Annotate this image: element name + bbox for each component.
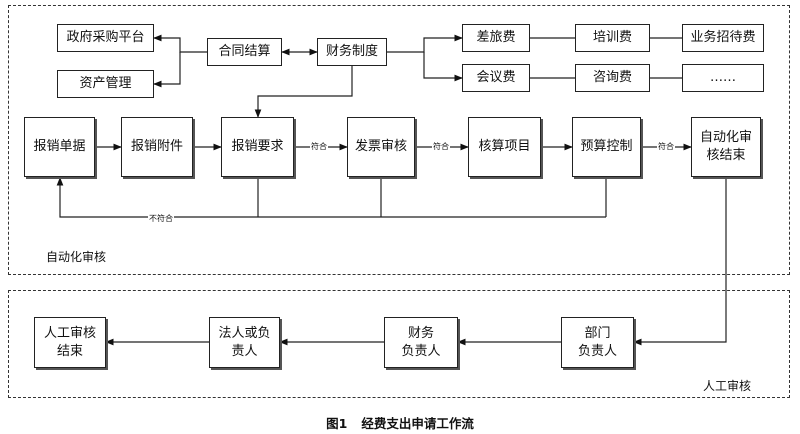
edge-finance-meeting <box>423 52 463 82</box>
label-not-match: 不符合 <box>148 213 174 224</box>
label-match-3: 符合 <box>657 141 675 152</box>
caption-title: 经费支出申请工作流 <box>361 416 474 431</box>
node-consulting: 咨询费 <box>575 64 650 92</box>
edge-contract-asset <box>153 52 181 88</box>
figure-caption: 图1 经费支出申请工作流 <box>0 413 800 432</box>
node-meeting: 会议费 <box>462 64 530 92</box>
node-budget: 预算控制 <box>572 117 641 177</box>
node-dept-head: 部门 负责人 <box>561 317 634 368</box>
node-invoice: 发票审核 <box>347 117 415 177</box>
node-receipt: 报销单据 <box>24 117 95 177</box>
node-finance-rules: 财务制度 <box>317 38 387 66</box>
node-asset-mgmt: 资产管理 <box>57 70 154 98</box>
manual-review-label: 人工审核 <box>703 379 752 393</box>
node-finance-head: 财务 负责人 <box>384 317 458 368</box>
node-training: 培训费 <box>575 24 650 52</box>
node-accounting: 核算项目 <box>468 117 541 177</box>
auto-review-label: 自动化审核 <box>46 250 107 264</box>
node-auto-end: 自动化审 核结束 <box>691 117 761 177</box>
edge-contract-gov <box>153 34 207 53</box>
edge-autoend-dept <box>633 177 727 346</box>
caption-number: 图1 <box>326 416 348 431</box>
node-contract: 合同结算 <box>207 38 282 66</box>
node-legal: 法人或负 责人 <box>209 317 280 368</box>
edge-finance-travel <box>387 34 463 53</box>
auto-review-region <box>8 5 790 275</box>
node-manual-end: 人工审核 结束 <box>34 317 106 368</box>
edge-finance-requirement <box>254 66 353 118</box>
edge-not-match-return <box>56 177 606 218</box>
label-match-2: 符合 <box>432 141 450 152</box>
node-requirement: 报销要求 <box>221 117 294 177</box>
node-more: …… <box>682 64 764 92</box>
node-travel: 差旅费 <box>462 24 530 52</box>
node-gov-procurement: 政府采购平台 <box>57 24 154 52</box>
manual-review-region <box>8 290 790 398</box>
node-attachment: 报销附件 <box>121 117 193 177</box>
node-hospitality: 业务招待费 <box>682 24 764 52</box>
label-match-1: 符合 <box>310 141 328 152</box>
